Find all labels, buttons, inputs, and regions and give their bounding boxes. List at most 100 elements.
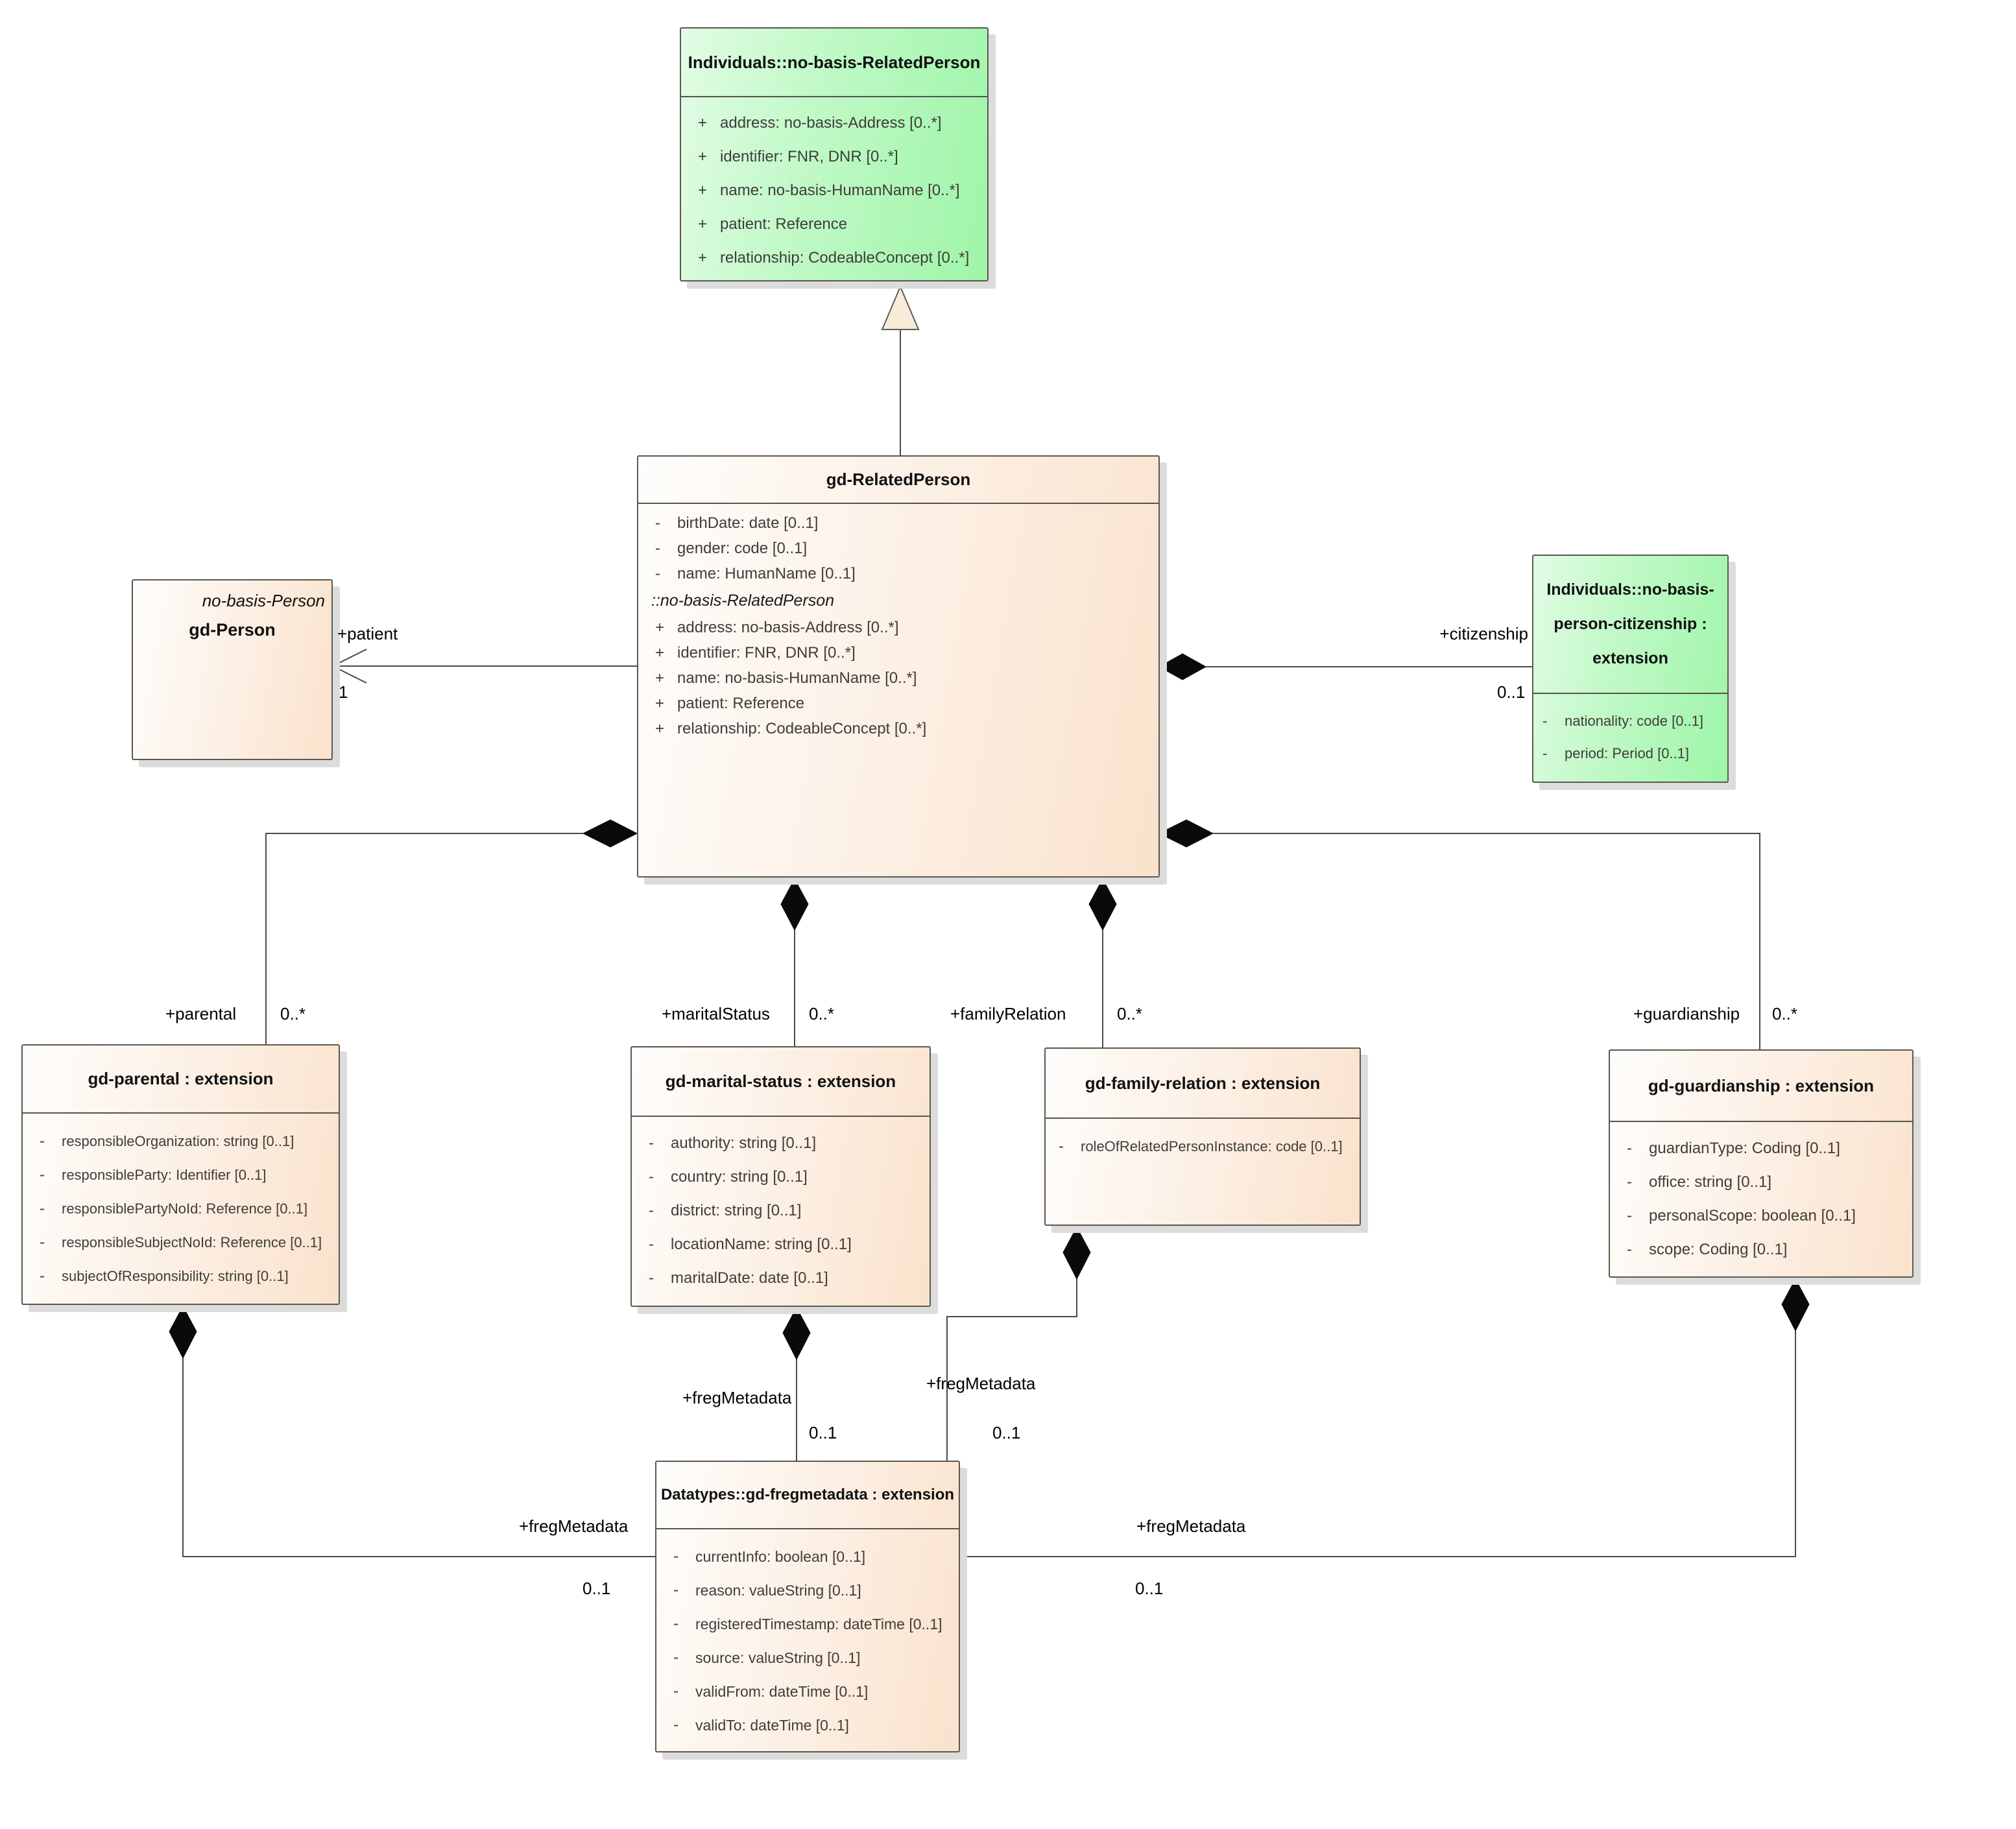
class-gd-family-relation[interactable]: gd-family-relation : extension -roleOfRe…: [1044, 1047, 1361, 1226]
family-diamond: [1088, 878, 1117, 931]
attribute-list: -guardianType: Coding [0..1] -office: st…: [1610, 1122, 1912, 1267]
attribute-list: -authority: string [0..1] -country: stri…: [632, 1117, 930, 1295]
patient-role-label: +patient: [337, 624, 398, 643]
freg-parental-diamond: [169, 1305, 197, 1359]
freg-guardianship-line: [960, 1331, 1796, 1557]
marital-role-label: +maritalStatus: [662, 1004, 770, 1023]
attribute-row: -responsiblePartyNoId: Reference [0..1]: [40, 1200, 308, 1217]
class-gd-guardianship[interactable]: gd-guardianship : extension -guardianTyp…: [1609, 1049, 1914, 1278]
attribute-row: -nationality: code [0..1]: [1542, 713, 1704, 729]
marital-multiplicity: 0..*: [809, 1004, 835, 1023]
class-no-basis-person-citizenship[interactable]: Individuals::no-basis- person-citizenshi…: [1532, 555, 1729, 783]
guardianship-line: [1213, 833, 1760, 1049]
class-title: Datatypes::gd-fregmetadata : extension: [660, 1486, 955, 1503]
class-title: gd-marital-status : extension: [665, 1071, 896, 1092]
attribute-row: -source: valueString [0..1]: [673, 1649, 861, 1666]
class-gd-marital-status[interactable]: gd-marital-status : extension -authority…: [630, 1046, 931, 1307]
parental-line: [265, 833, 583, 1044]
class-title: Individuals::no-basis-RelatedPerson: [688, 52, 981, 72]
attribute-row: -guardianType: Coding [0..1]: [1627, 1140, 1840, 1157]
family-role-label: +familyRelation: [950, 1004, 1066, 1023]
class-header: gd-family-relation : extension: [1046, 1049, 1360, 1119]
guardianship-diamond: [1158, 819, 1214, 848]
attribute-list: -nationality: code [0..1] -period: Perio…: [1533, 694, 1727, 770]
freg-guardianship-role-label: +fregMetadata: [1136, 1516, 1246, 1536]
attribute-row: +relationship: CodeableConcept [0..*]: [655, 719, 927, 737]
attribute-row: +address: no-basis-Address [0..*]: [698, 114, 942, 132]
attribute-list: -roleOfRelatedPersonInstance: code [0..1…: [1046, 1119, 1360, 1164]
attribute-row: -period: Period [0..1]: [1542, 745, 1690, 761]
attribute-row: +identifier: FNR, DNR [0..*]: [698, 148, 898, 165]
attribute-list: -birthDate: date [0..1] -gender: code [0…: [638, 504, 1158, 741]
attribute-row: -responsibleOrganization: string [0..1]: [40, 1132, 294, 1150]
attribute-row: +identifier: FNR, DNR [0..*]: [655, 643, 856, 662]
generalization-triangle: [881, 285, 920, 330]
attribute-row: -registeredTimestamp: dateTime [0..1]: [673, 1615, 942, 1632]
attribute-row: -currentInfo: boolean [0..1]: [673, 1548, 866, 1565]
attribute-row: -roleOfRelatedPersonInstance: code [0..1…: [1059, 1138, 1343, 1155]
freg-family-diamond: [1062, 1226, 1091, 1280]
attribute-row: -responsibleSubjectNoId: Reference [0..1…: [40, 1234, 322, 1251]
attribute-row: -validFrom: dateTime [0..1]: [673, 1682, 869, 1700]
attribute-row: -gender: code [0..1]: [655, 539, 808, 557]
class-gd-relatedperson[interactable]: gd-RelatedPerson -birthDate: date [0..1]…: [637, 455, 1160, 878]
freg-marital-diamond: [782, 1306, 811, 1361]
guardianship-role-label: +guardianship: [1633, 1004, 1740, 1023]
freg-marital-multiplicity: 0..1: [809, 1423, 837, 1442]
freg-guardianship-multiplicity: 0..1: [1135, 1579, 1164, 1598]
patient-open-arrow: [331, 649, 367, 684]
attribute-row: -subjectOfResponsibility: string [0..1]: [40, 1267, 289, 1285]
class-title-line: Individuals::no-basis-: [1546, 580, 1714, 599]
class-title: gd-family-relation : extension: [1085, 1073, 1321, 1093]
class-title-line: person-citizenship :: [1554, 615, 1707, 633]
freg-family-role-label: +fregMetadata: [926, 1374, 1036, 1393]
class-header: gd-RelatedPerson: [638, 457, 1158, 504]
parent-class-label: no-basis-Person: [202, 591, 325, 610]
freg-guardianship-diamond: [1781, 1278, 1810, 1332]
attribute-row: +patient: Reference: [655, 694, 805, 712]
attribute-row: -district: string [0..1]: [649, 1202, 802, 1219]
citizenship-diamond: [1158, 653, 1207, 680]
family-multiplicity: 0..*: [1117, 1004, 1143, 1023]
marital-diamond: [780, 878, 809, 931]
class-header: Datatypes::gd-fregmetadata : extension: [656, 1462, 959, 1529]
class-header: gd-marital-status : extension: [632, 1047, 930, 1117]
class-header: gd-guardianship : extension: [1610, 1051, 1912, 1122]
attribute-row: -locationName: string [0..1]: [649, 1236, 852, 1253]
patient-multiplicity: 1: [339, 682, 348, 702]
class-header: Individuals::no-basis-RelatedPerson: [681, 29, 987, 97]
class-header: gd-parental : extension: [23, 1046, 339, 1114]
attribute-row: -name: HumanName [0..1]: [655, 564, 856, 582]
class-gd-parental[interactable]: gd-parental : extension -responsibleOrga…: [21, 1044, 340, 1305]
class-gd-fregmetadata[interactable]: Datatypes::gd-fregmetadata : extension -…: [655, 1461, 960, 1752]
inherited-section-label: ::no-basis-RelatedPerson: [651, 591, 835, 610]
freg-parental-line: [182, 1358, 655, 1557]
attribute-row: +patient: Reference: [698, 215, 848, 233]
freg-family-line: [946, 1279, 1077, 1461]
freg-parental-multiplicity: 0..1: [582, 1579, 611, 1598]
class-no-basis-relatedperson[interactable]: Individuals::no-basis-RelatedPerson +add…: [680, 27, 989, 281]
attribute-list: +address: no-basis-Address [0..*] +ident…: [681, 97, 987, 275]
attribute-row: -scope: Coding [0..1]: [1627, 1241, 1788, 1258]
attribute-row: +relationship: CodeableConcept [0..*]: [698, 249, 970, 267]
attribute-row: -reason: valueString [0..1]: [673, 1581, 861, 1599]
attribute-row: -maritalDate: date [0..1]: [649, 1269, 828, 1287]
freg-family-multiplicity: 0..1: [992, 1423, 1021, 1442]
citizenship-multiplicity: 0..1: [1497, 682, 1526, 702]
class-title: gd-parental : extension: [88, 1069, 274, 1089]
class-title: gd-RelatedPerson: [826, 470, 971, 490]
attribute-list: -responsibleOrganization: string [0..1] …: [23, 1114, 339, 1293]
attribute-row: -responsibleParty: Identifier [0..1]: [40, 1166, 267, 1184]
attribute-row: -office: string [0..1]: [1627, 1173, 1771, 1191]
attribute-row: -authority: string [0..1]: [649, 1134, 817, 1152]
attribute-row: -validTo: dateTime [0..1]: [673, 1716, 849, 1734]
parental-diamond: [582, 819, 638, 848]
class-gd-person[interactable]: no-basis-Person gd-Person: [132, 579, 333, 760]
attribute-list: -currentInfo: boolean [0..1] -reason: va…: [656, 1529, 959, 1742]
attribute-row: -personalScope: boolean [0..1]: [1627, 1207, 1856, 1225]
attribute-row: -birthDate: date [0..1]: [655, 514, 819, 532]
class-title: gd-guardianship : extension: [1648, 1075, 1875, 1095]
parental-multiplicity: 0..*: [280, 1004, 306, 1023]
